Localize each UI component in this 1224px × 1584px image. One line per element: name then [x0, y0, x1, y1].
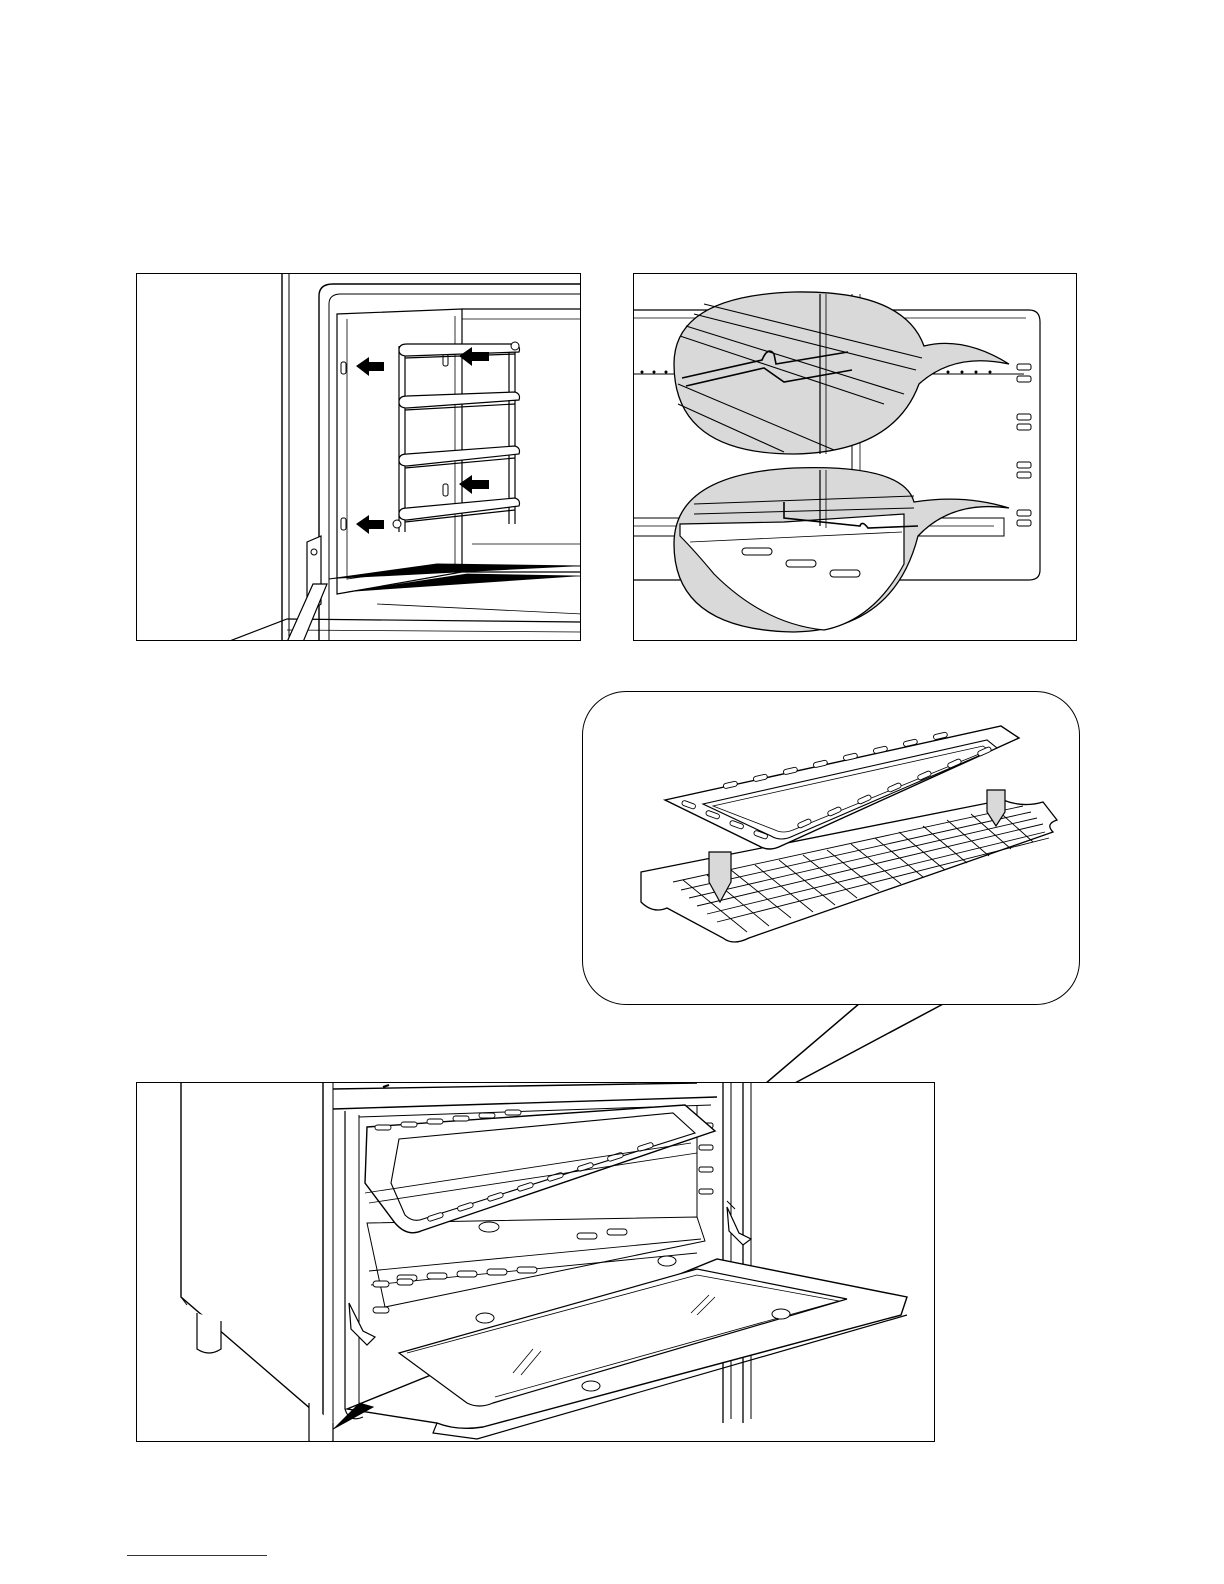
oven-open-door-illustration [137, 1083, 935, 1442]
magnifier-bubble [674, 292, 1009, 454]
figure-oven-door-open [136, 1082, 935, 1442]
magnifier-bubble [674, 468, 1009, 632]
figure-shelf-position-detail [633, 273, 1077, 641]
figure-shelf-support-removal [136, 273, 581, 641]
figure-tray-on-grid-callout [582, 691, 1080, 1005]
oven-side-rack-illustration [137, 274, 581, 641]
footer-rule [127, 1555, 267, 1556]
shelf-runner-detail-illustration [634, 274, 1077, 641]
tray-and-grid-illustration [583, 692, 1080, 1005]
